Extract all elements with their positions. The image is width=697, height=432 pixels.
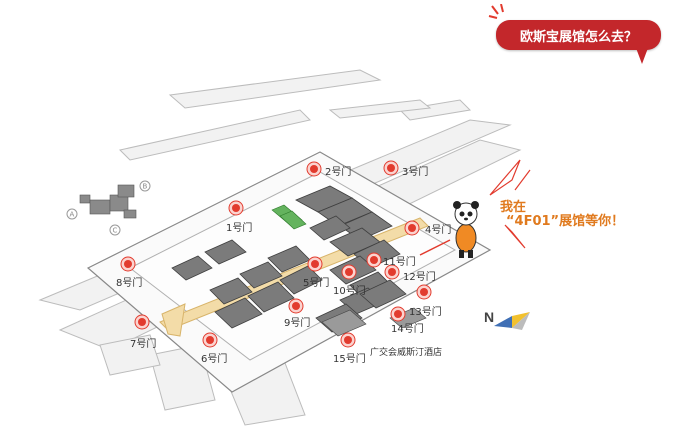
gate-4-label: 4号门 <box>425 225 452 236</box>
svg-text:C: C <box>113 227 118 235</box>
gate-3-label: 3号门 <box>402 167 429 178</box>
burst-icon <box>488 4 504 19</box>
emphasis-burst <box>489 159 531 249</box>
gate-marker-5 <box>120 256 136 272</box>
hotel-block <box>321 307 427 337</box>
gate-marker-1 <box>306 161 322 177</box>
gate-marker-12 <box>390 306 406 322</box>
gate-marker-8 <box>384 264 400 280</box>
gate-marker-9 <box>341 264 357 280</box>
gate-marker-10 <box>288 298 304 314</box>
booth-note-line1: 我在 <box>500 200 527 215</box>
gate-10-label: 10号门 <box>333 286 366 297</box>
gate-marker-13 <box>134 314 150 330</box>
gate-marker-6 <box>307 256 323 272</box>
gate-1-label: 1号门 <box>226 223 253 234</box>
callout-banner: 欧斯宝展馆怎么去？ <box>496 20 661 50</box>
gate-6-label: 6号门 <box>201 354 228 365</box>
gate-11-label: 11号门 <box>383 257 416 268</box>
compass-icon: N <box>484 309 530 330</box>
gate-marker-3 <box>228 200 244 216</box>
hotel-label: 广交会威斯汀酒店 <box>370 348 443 358</box>
gate-marker-2 <box>383 160 399 176</box>
gate-2-label: 2号门 <box>325 167 352 178</box>
gate-marker-14 <box>202 332 218 348</box>
gate-marker-11 <box>416 284 432 300</box>
gate-15-label: 15号门 <box>333 354 366 365</box>
compass-letter: N <box>484 309 494 325</box>
green-strip <box>271 204 307 230</box>
svg-text:A: A <box>70 211 75 219</box>
gate-9-label: 9号门 <box>284 318 311 329</box>
gate-14-label: 14号门 <box>391 324 424 335</box>
booth-note-line2: “4F01”展馆等你！ <box>506 214 625 229</box>
gate-5-label: 5号门 <box>303 278 330 289</box>
gate-12-label: 12号门 <box>403 272 436 283</box>
gate-marker-4 <box>404 220 420 236</box>
cluster-letters: A B C <box>66 180 151 236</box>
gate-markers <box>120 160 432 348</box>
gate-13-label: 13号门 <box>409 307 442 318</box>
gate-marker-7 <box>366 252 382 268</box>
gate-7-label: 7号门 <box>130 339 157 350</box>
gate-marker-15 <box>340 332 356 348</box>
mascot-pointer <box>419 239 451 256</box>
callout-tail <box>636 48 648 64</box>
gate-8-label: 8号门 <box>116 278 143 289</box>
tail-walkway <box>161 303 186 337</box>
svg-text:B: B <box>143 183 148 191</box>
building-cluster-abc <box>79 184 137 219</box>
panda-mascot-icon <box>453 201 479 258</box>
